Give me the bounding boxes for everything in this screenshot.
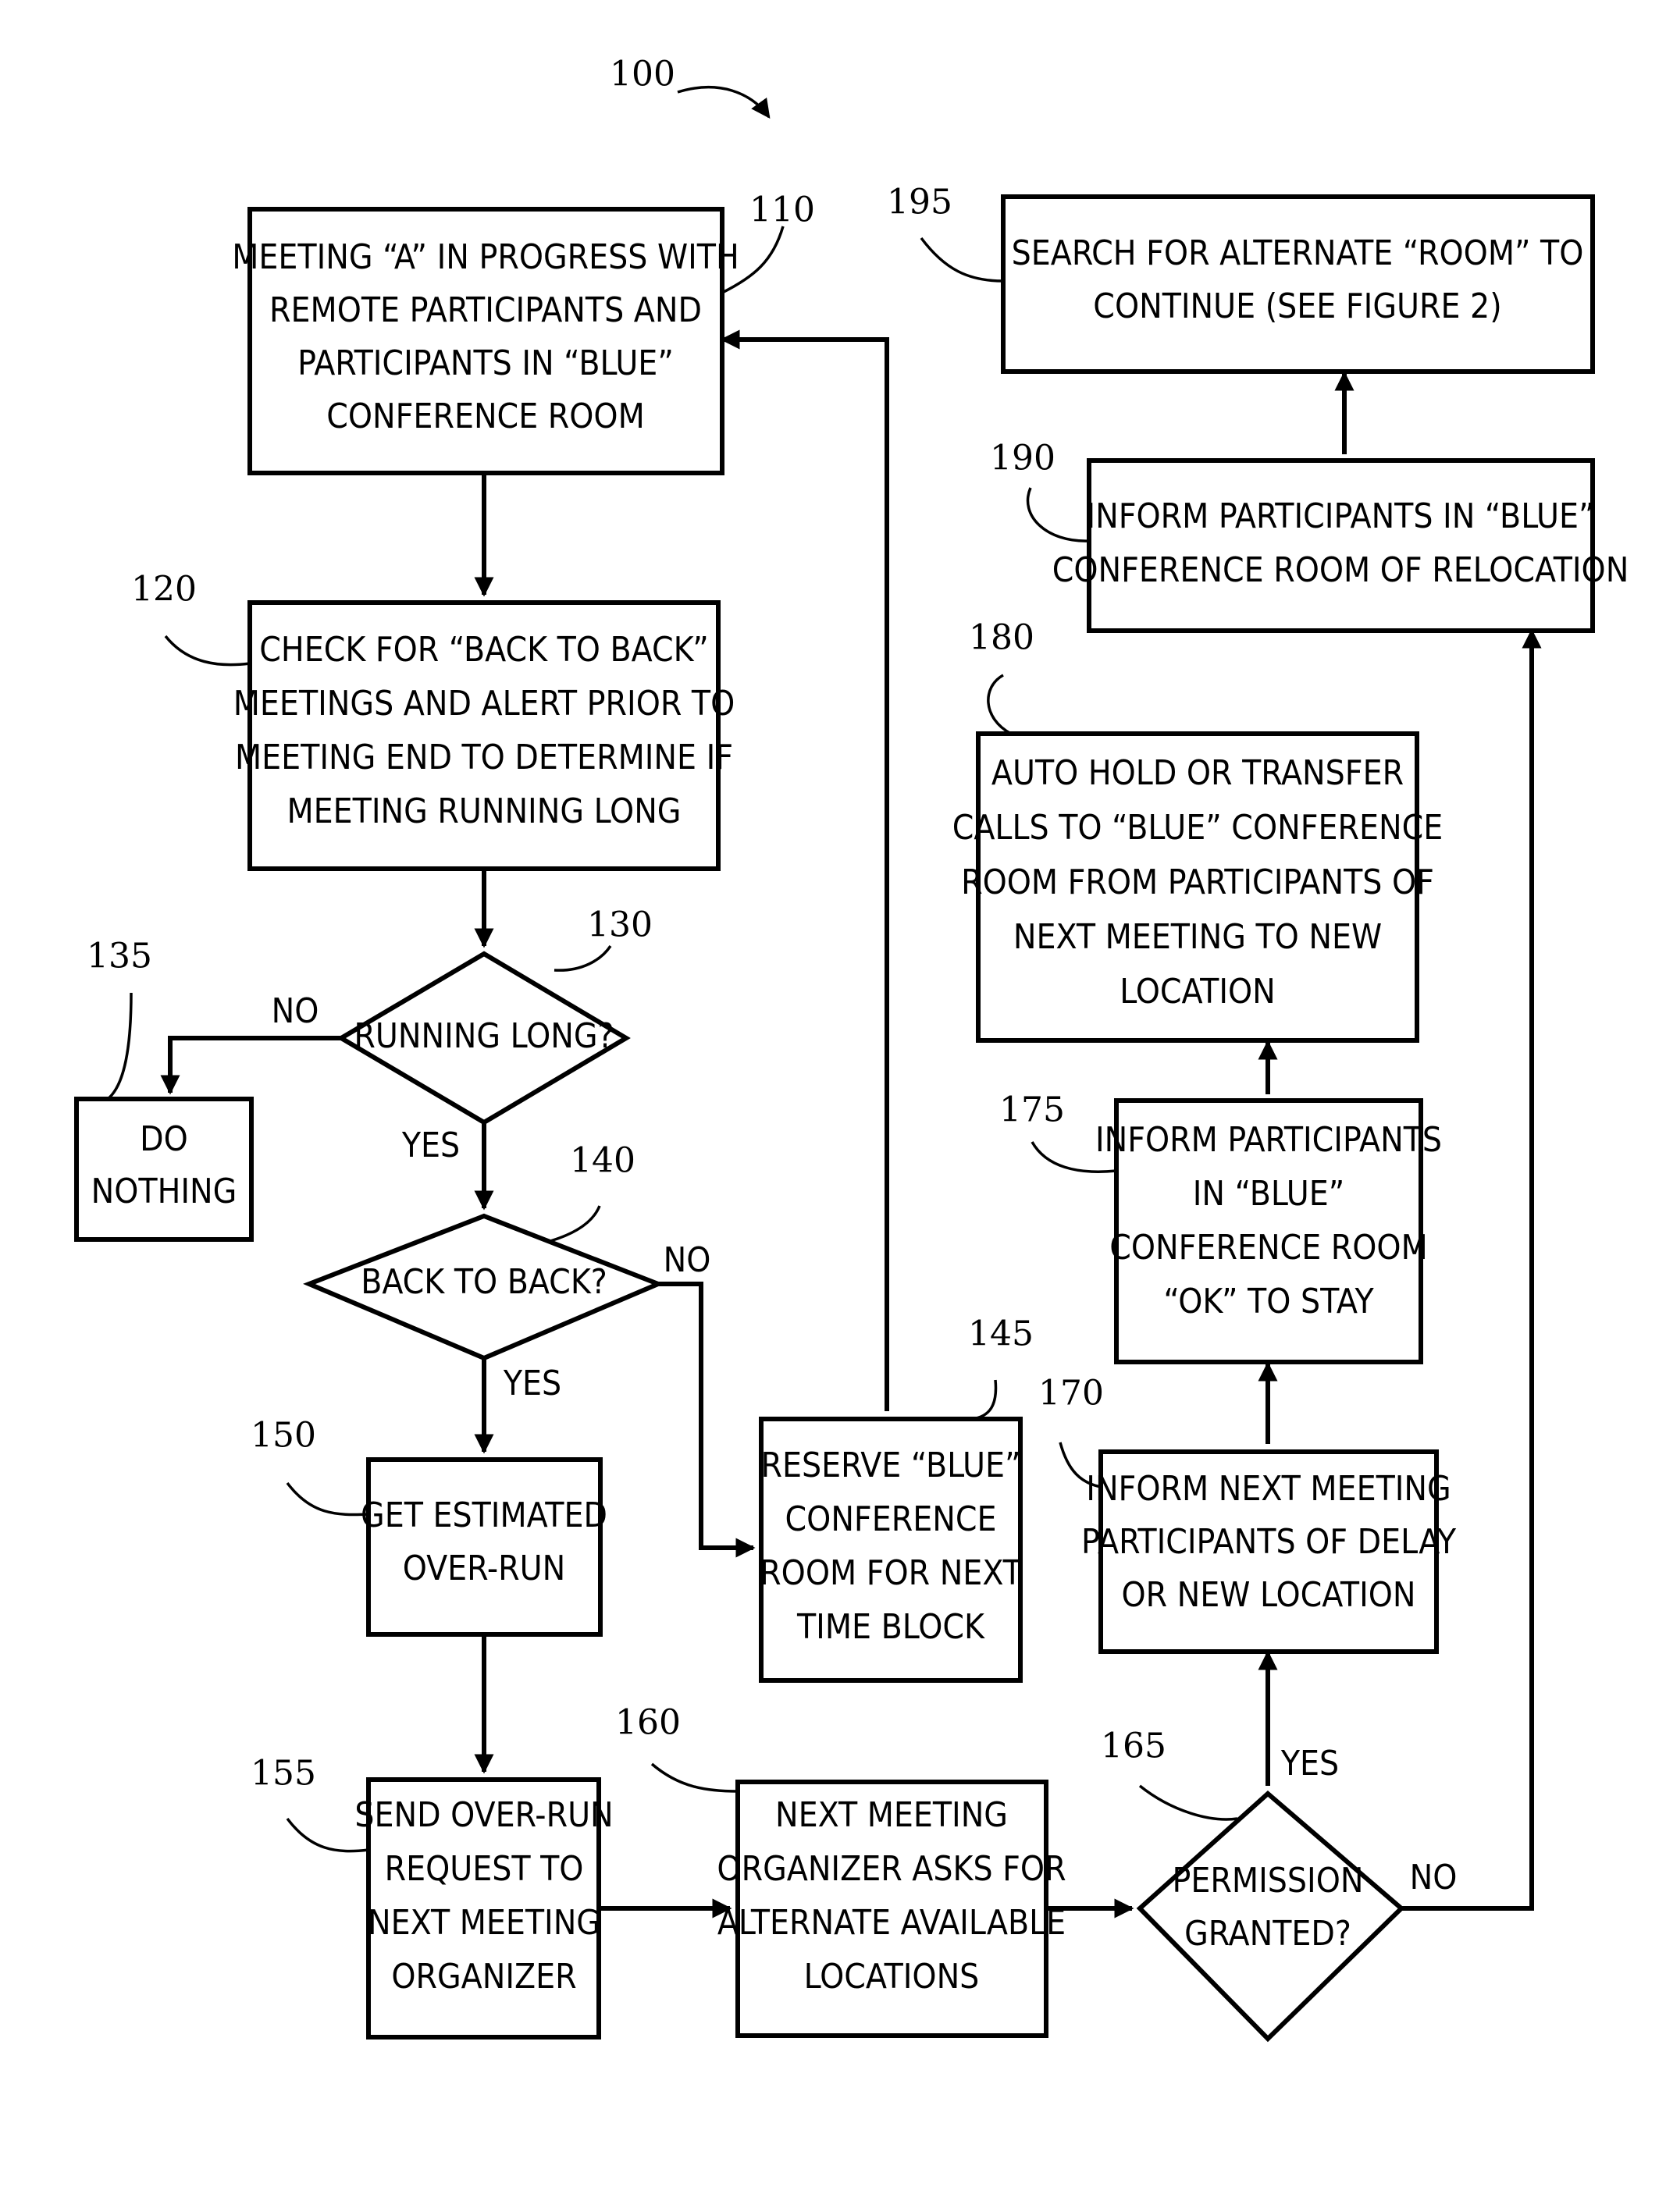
edge-140-145 [658, 1284, 753, 1548]
leader-150 [287, 1483, 368, 1515]
node-195-line-1: SEARCH FOR ALTERNATE “ROOM” TO [1012, 233, 1584, 273]
node-155-line-2: REQUEST TO [385, 1849, 584, 1889]
edge-label-running-long-yes: YES [401, 1126, 460, 1165]
node-180-line-4: NEXT MEETING TO NEW [1013, 917, 1382, 957]
edge-label-permission-no: NO [1410, 1858, 1458, 1897]
node-165-line-1: PERMISSION [1173, 1861, 1364, 1901]
ref-180: 180 [969, 618, 1034, 658]
edge-label-back-to-back-yes: YES [503, 1364, 561, 1403]
node-145-line-2: CONFERENCE [785, 1499, 997, 1539]
node-110-line-4: CONFERENCE ROOM [326, 397, 645, 436]
node-155-line-4: ORGANIZER [391, 1957, 576, 1997]
ref-170: 170 [1038, 1374, 1104, 1414]
node-150-box [368, 1460, 600, 1634]
edge-label-running-long-no: NO [272, 991, 319, 1031]
node-155-line-1: SEND OVER-RUN [354, 1795, 613, 1835]
node-140-text: BACK TO BACK? [361, 1262, 607, 1302]
node-145-line-3: ROOM FOR NEXT [760, 1553, 1022, 1593]
node-160-line-1: NEXT MEETING [775, 1795, 1008, 1835]
node-110-line-2: REMOTE PARTICIPANTS AND [269, 290, 702, 330]
node-190-line-1: INFORM PARTICIPANTS IN “BLUE” [1086, 496, 1594, 536]
ref-190: 190 [990, 439, 1055, 478]
node-130-line-1: RUNNING LONG? [354, 1016, 614, 1056]
node-145-line-4: TIME BLOCK [796, 1607, 985, 1647]
leader-135 [108, 993, 131, 1099]
edge-145-110 [722, 340, 887, 1411]
ref-165: 165 [1101, 1727, 1166, 1766]
node-170-line-3: OR NEW LOCATION [1121, 1575, 1415, 1615]
node-180-line-2: CALLS TO “BLUE” CONFERENCE [952, 808, 1444, 848]
edge-label-permission-yes: YES [1280, 1744, 1339, 1783]
leader-165 [1140, 1786, 1237, 1819]
ref-140: 140 [570, 1141, 635, 1181]
ref-155: 155 [251, 1754, 316, 1794]
node-180-line-1: AUTO HOLD OR TRANSFER [991, 753, 1404, 793]
leader-145 [972, 1380, 996, 1419]
node-160-line-2: ORGANIZER ASKS FOR [717, 1849, 1066, 1889]
node-110-line-3: PARTICIPANTS IN “BLUE” [297, 343, 674, 383]
node-135-line-2: NOTHING [91, 1172, 237, 1211]
leader-140 [550, 1206, 600, 1241]
node-155-line-3: NEXT MEETING [368, 1903, 600, 1943]
node-195-box [1003, 197, 1593, 372]
node-175-line-4: “OK” TO STAY [1163, 1282, 1374, 1321]
node-120-line-4: MEETING RUNNING LONG [287, 791, 682, 831]
leader-195 [921, 238, 1003, 281]
ref-175: 175 [999, 1090, 1065, 1130]
node-170-line-2: PARTICIPANTS OF DELAY [1081, 1522, 1457, 1562]
ref-135: 135 [87, 937, 152, 976]
node-160-line-3: ALTERNATE AVAILABLE [717, 1903, 1066, 1943]
ref-195: 195 [887, 183, 952, 222]
leader-120 [166, 636, 250, 665]
node-190-line-2: CONFERENCE ROOM OF RELOCATION [1052, 550, 1629, 590]
node-195-line-2: CONTINUE (SEE FIGURE 2) [1093, 286, 1501, 326]
edge-130-135 [170, 1038, 341, 1093]
node-180-line-3: ROOM FROM PARTICIPANTS OF [961, 862, 1434, 902]
node-175-line-3: CONFERENCE ROOM [1109, 1228, 1428, 1268]
node-120-line-1: CHECK FOR “BACK TO BACK” [259, 630, 708, 670]
ref-160: 160 [615, 1703, 681, 1743]
node-160-line-4: LOCATIONS [804, 1957, 980, 1997]
node-190-box [1089, 461, 1593, 631]
node-175-line-1: INFORM PARTICIPANTS [1095, 1120, 1442, 1160]
ref-145: 145 [968, 1314, 1034, 1354]
node-165-line-2: GRANTED? [1184, 1914, 1351, 1954]
node-170-line-1: INFORM NEXT MEETING [1086, 1469, 1451, 1509]
node-150-line-1: GET ESTIMATED [361, 1495, 607, 1535]
ref-120: 120 [131, 570, 197, 610]
node-135-line-1: DO [140, 1119, 188, 1159]
leader-190 [1028, 488, 1089, 541]
leader-130 [554, 946, 611, 970]
node-120-line-2: MEETINGS AND ALERT PRIOR TO [233, 684, 735, 724]
node-120-line-3: MEETING END TO DETERMINE IF [235, 738, 733, 777]
edge-label-back-to-back-no: NO [664, 1240, 711, 1280]
node-145-line-1: RESERVE “BLUE” [760, 1446, 1020, 1485]
node-110-line-1: MEETING “A” IN PROGRESS WITH [232, 237, 739, 277]
node-130-text: RUNNING LONG? [354, 1016, 614, 1056]
ref-150: 150 [251, 1416, 316, 1456]
node-150-line-2: OVER-RUN [403, 1549, 566, 1588]
ref-110: 110 [749, 190, 815, 230]
node-175-line-2: IN “BLUE” [1193, 1174, 1344, 1214]
node-170-text: INFORM NEXT MEETING PARTICIPANTS OF DELAY… [1081, 1469, 1457, 1615]
ref-130: 130 [587, 905, 653, 945]
node-180-line-5: LOCATION [1120, 972, 1276, 1012]
figure-ref-arrow [678, 87, 769, 117]
leader-180 [988, 675, 1011, 734]
leader-160 [652, 1764, 738, 1791]
figure-ref-label: 100 [610, 55, 675, 94]
node-140-line-1: BACK TO BACK? [361, 1262, 607, 1302]
